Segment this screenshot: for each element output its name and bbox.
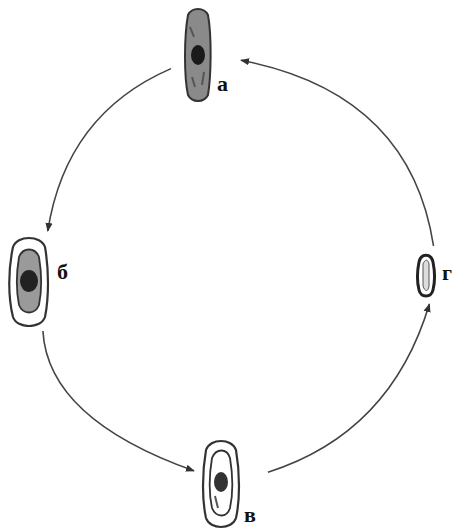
stage-letter: б — [57, 261, 68, 283]
cell-stage: в — [198, 438, 264, 530]
stage-letter: г — [442, 262, 452, 284]
cell-stage: г — [412, 250, 464, 300]
cycle-arrow — [241, 60, 434, 246]
cycle-arrow — [48, 69, 171, 231]
cell-drawing — [178, 7, 218, 103]
cycle-arrow — [43, 331, 194, 471]
cell-stage: а — [175, 5, 237, 102]
cell-stage: б — [5, 235, 75, 327]
stage-letter: а — [217, 73, 228, 95]
cell-drawing — [5, 235, 53, 327]
cell-drawing — [414, 250, 438, 300]
cell-drawing — [200, 438, 242, 530]
cycle-arrow — [268, 304, 429, 472]
stage-letter: в — [244, 504, 256, 526]
